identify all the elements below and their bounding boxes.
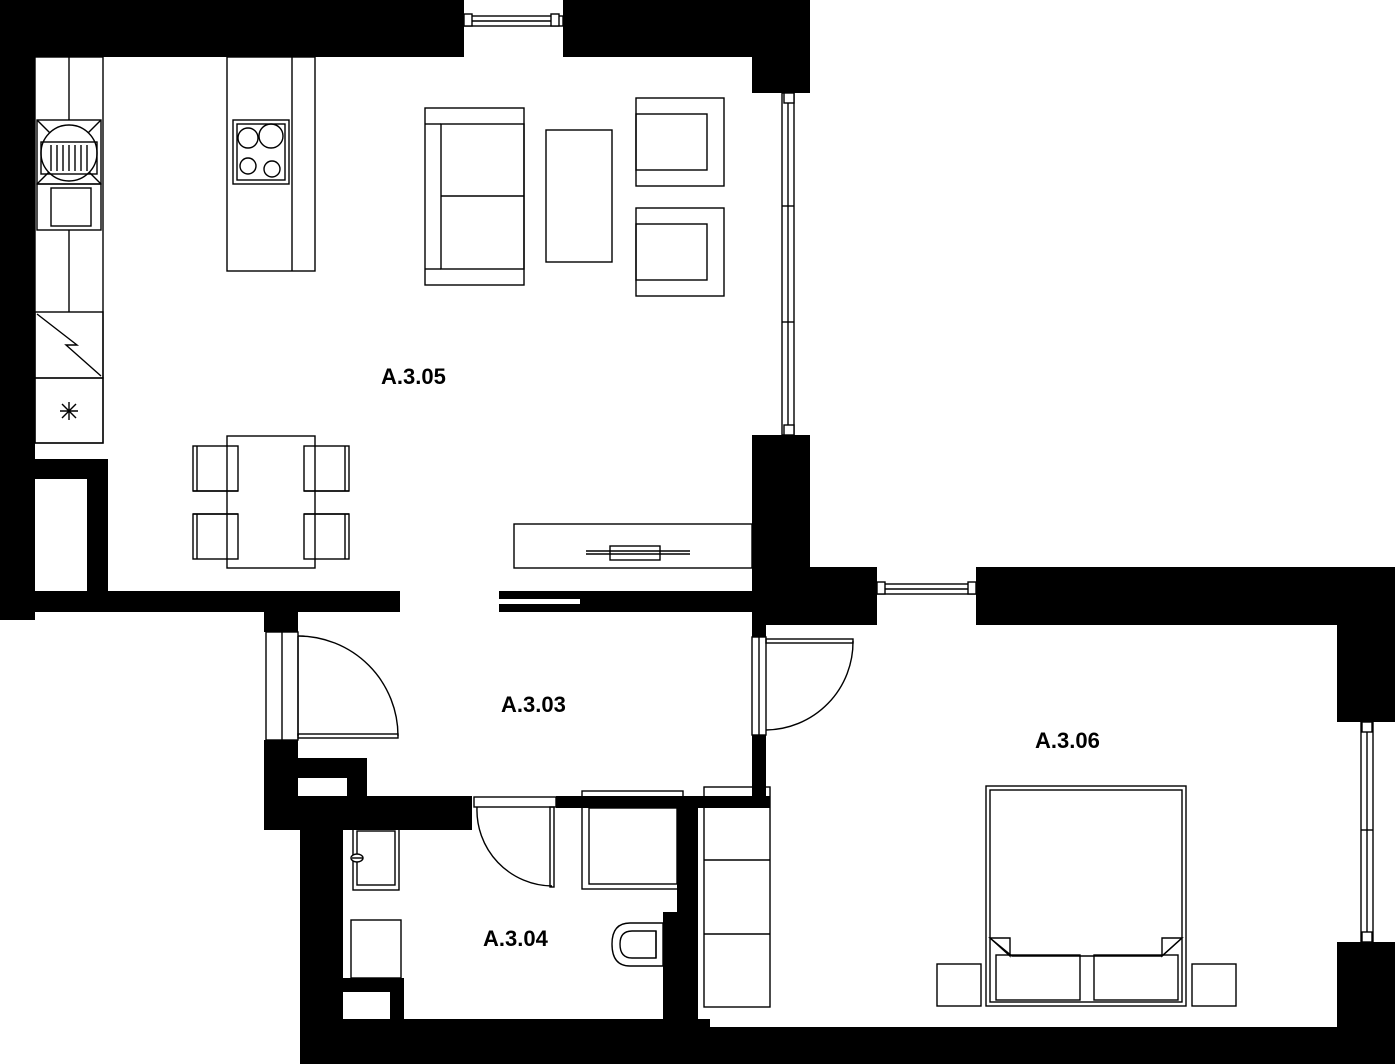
bathroom-fixtures (350, 790, 684, 979)
room-labels: A.3.05 A.3.03 A.3.04 A.3.06 (381, 364, 1100, 951)
room-label-bath: A.3.04 (483, 926, 549, 951)
windows (463, 13, 1374, 943)
doors (265, 631, 854, 888)
kitchen (34, 56, 316, 444)
living-furniture (192, 97, 753, 569)
bedroom-furniture (703, 785, 1237, 1008)
room-label-bedroom: A.3.06 (1035, 728, 1100, 753)
room-label-hall: A.3.03 (501, 692, 566, 717)
room-label-living: A.3.05 (381, 364, 446, 389)
